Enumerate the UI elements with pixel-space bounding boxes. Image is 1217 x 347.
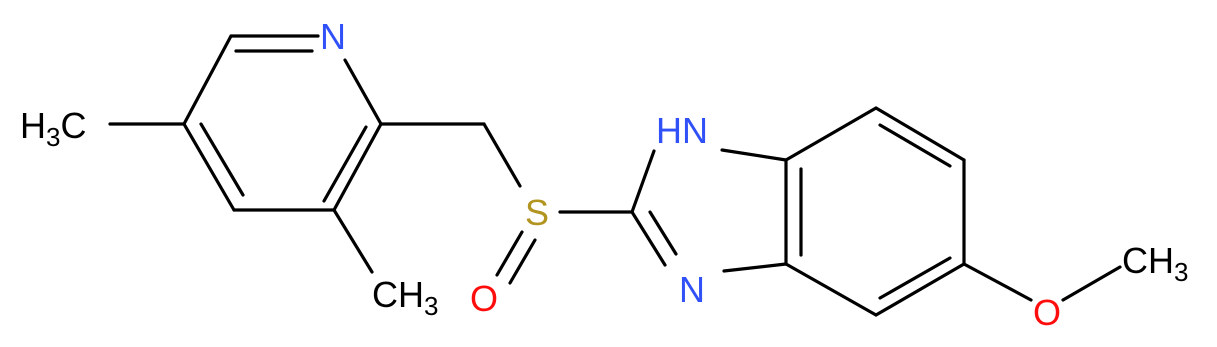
bond <box>630 149 656 214</box>
bond <box>784 106 878 162</box>
bond <box>332 122 383 212</box>
bond <box>182 122 236 212</box>
bond <box>878 123 952 168</box>
bond <box>1061 265 1122 302</box>
bond <box>874 106 966 162</box>
atom-label-n-imidazole: N <box>679 269 705 310</box>
bond <box>720 148 788 162</box>
bond <box>784 262 878 317</box>
bond <box>508 238 537 285</box>
bond <box>322 125 368 203</box>
bond <box>332 208 374 274</box>
bond <box>343 58 383 126</box>
atom-labels: N H3C CH3 S O HN N O CH3 <box>20 16 1188 333</box>
bond <box>874 262 966 317</box>
atom-label-ch3-bottom: CH3 <box>372 274 438 321</box>
atom-label-oxygen-methoxy: O <box>1033 292 1061 333</box>
atom-label-n-pyridine: N <box>320 16 346 57</box>
bond <box>199 122 245 197</box>
atom-label-ch3-methoxy: CH3 <box>1122 240 1188 287</box>
bond <box>482 122 522 188</box>
bond <box>630 210 667 267</box>
bond <box>648 210 678 256</box>
bond <box>962 262 1033 302</box>
bond <box>878 256 952 300</box>
bond <box>722 262 788 273</box>
atom-label-nh: HN <box>656 110 708 151</box>
atom-label-oxygen-sulfinyl: O <box>470 278 498 319</box>
bonds <box>108 34 1122 317</box>
bond <box>182 34 233 126</box>
bond <box>495 230 524 277</box>
atom-label-sulfur: S <box>525 192 549 233</box>
atom-label-ch3-left: H3C <box>20 105 86 152</box>
